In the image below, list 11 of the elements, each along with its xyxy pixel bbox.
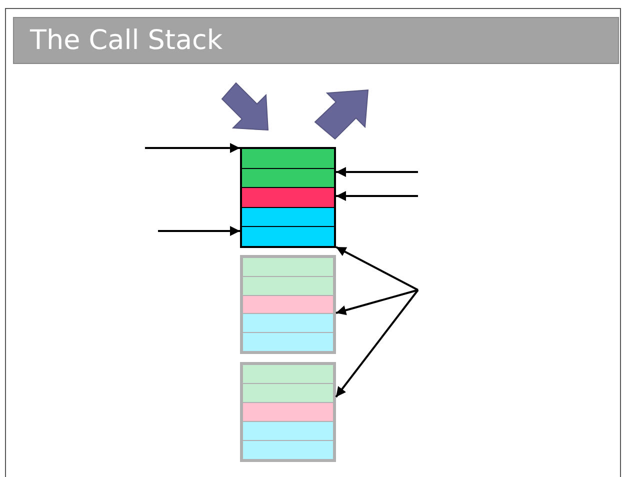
arrow <box>336 246 418 291</box>
arrow <box>335 289 419 398</box>
arrow <box>336 191 418 201</box>
slide-title: The Call Stack <box>13 17 619 64</box>
stack-frame-block <box>240 255 336 354</box>
arrow <box>145 143 240 153</box>
stack-frame-block <box>240 362 336 462</box>
arrow <box>336 289 418 316</box>
stack-frame-block <box>240 147 336 248</box>
arrow <box>158 226 240 236</box>
arrow <box>336 167 418 177</box>
